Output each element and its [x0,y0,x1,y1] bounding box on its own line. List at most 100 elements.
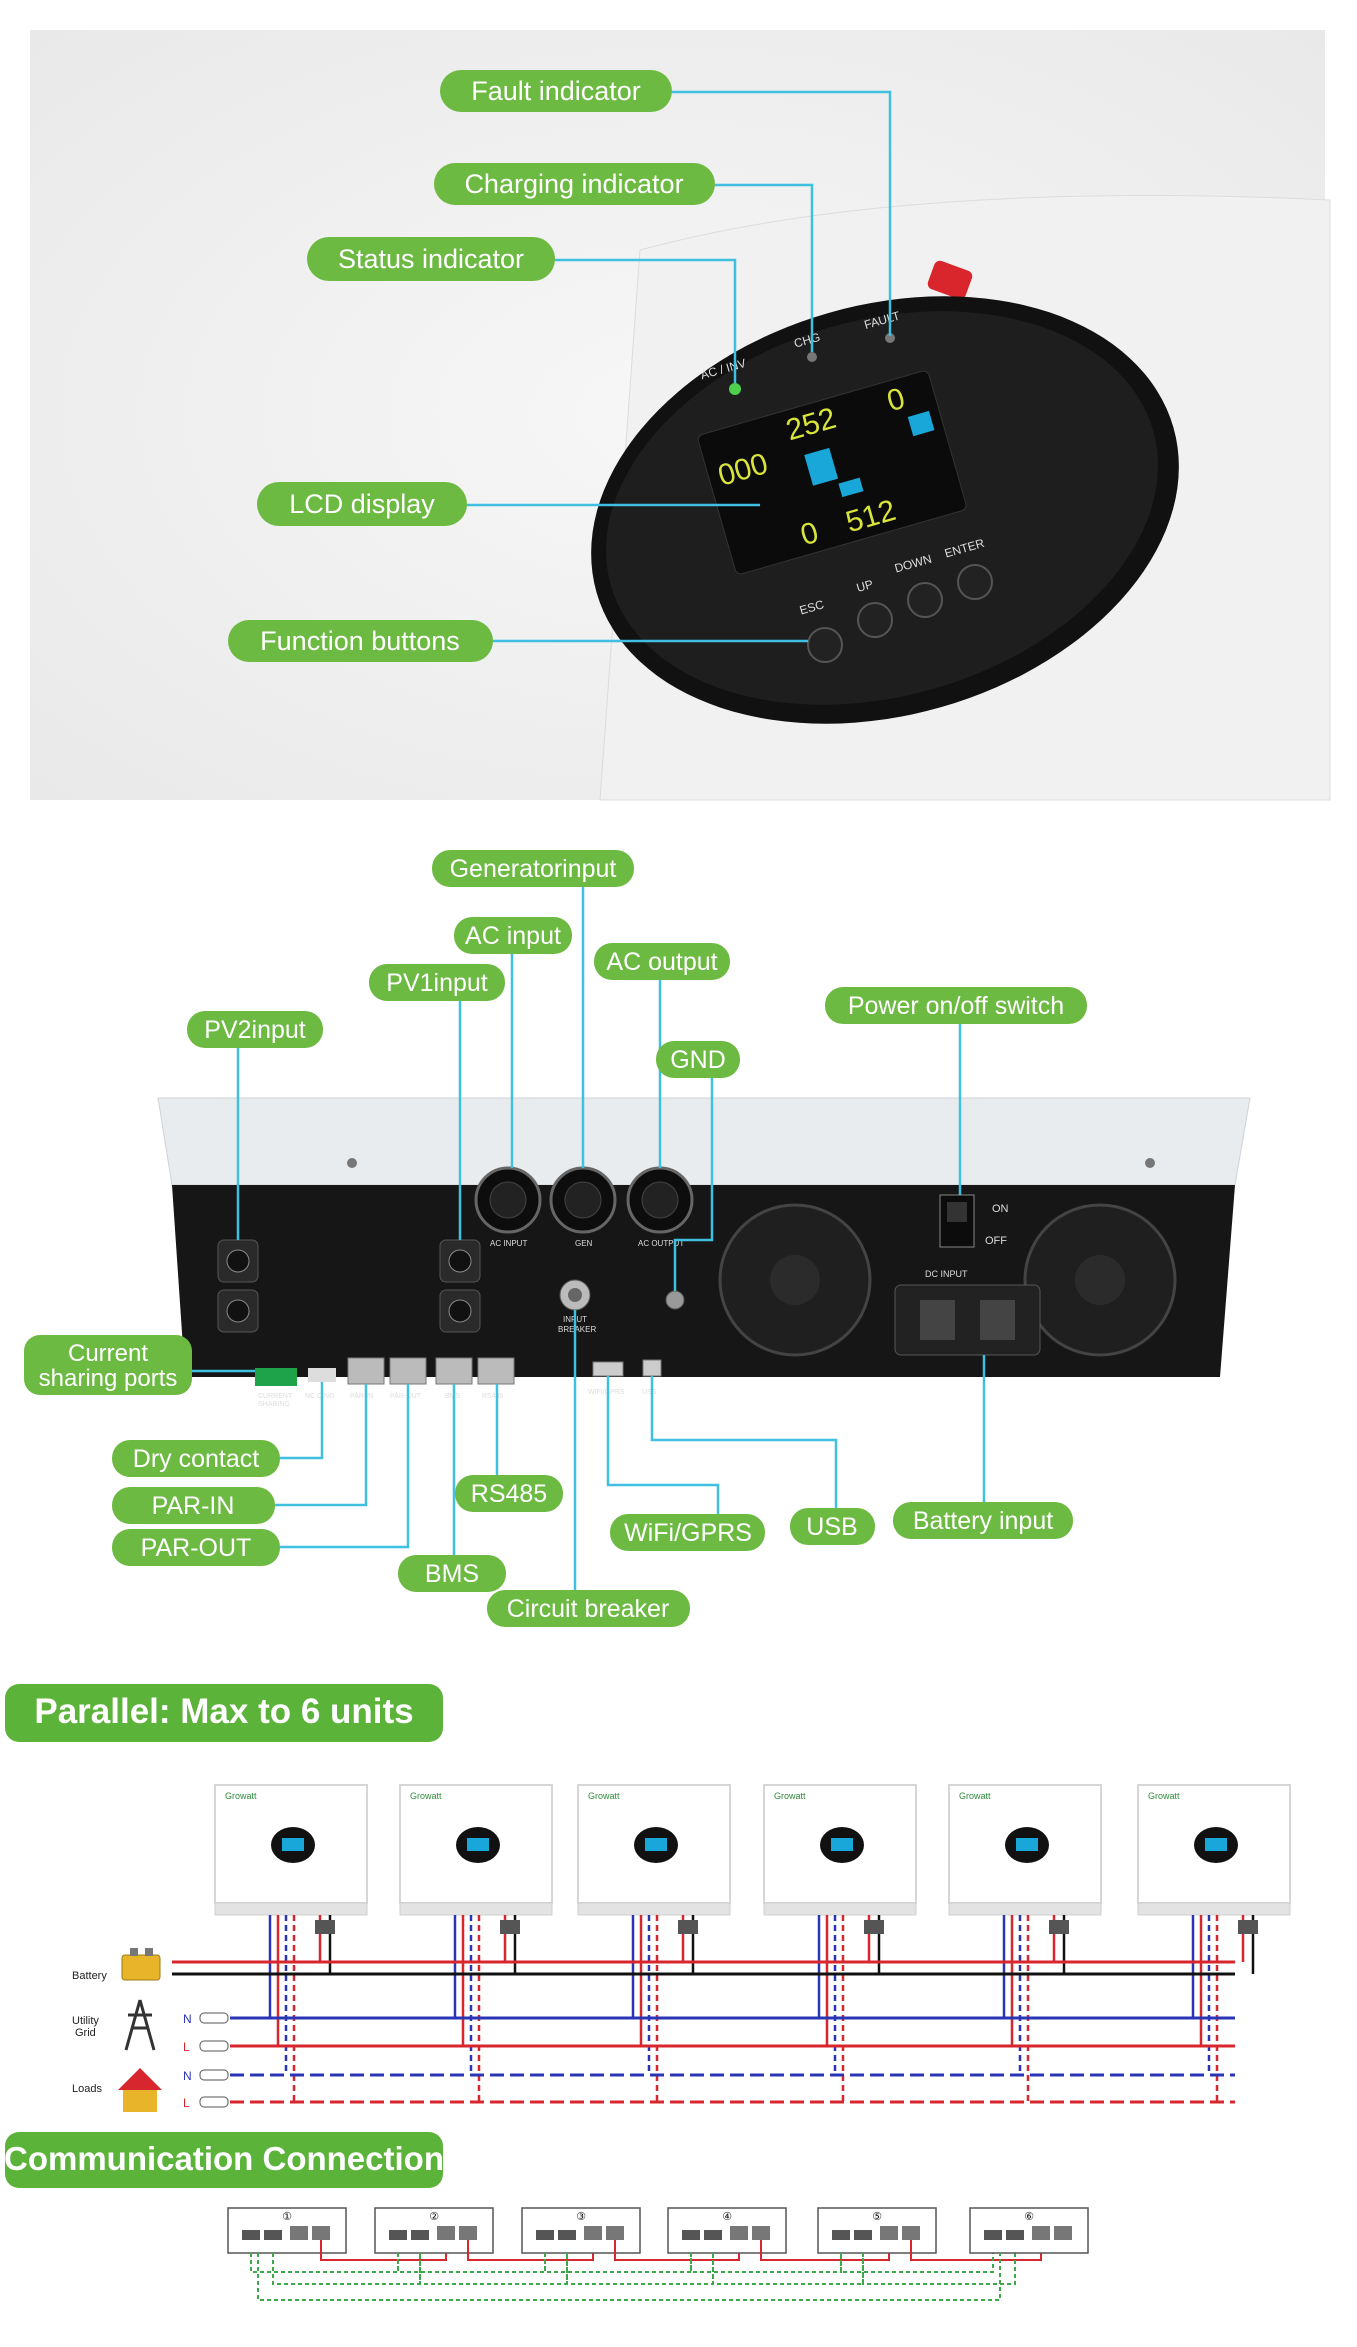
port-leader-lines [192,887,986,1590]
callout-wifi-text: WiFi/GPRS [624,1519,752,1547]
comm-port [459,2226,477,2240]
callout-breaker-text: Circuit breaker [507,1595,670,1623]
comm-port [411,2230,429,2240]
comm-unit: ⑤ [817,2207,1042,2285]
utility-row-label-2: Grid [75,2027,96,2039]
bus-wires [172,1960,1235,2104]
comm-green-link [419,2253,568,2285]
gnd-terminal [665,1290,685,1310]
callout-buttons [228,620,493,662]
callout-fault-text: Fault indicator [471,76,641,106]
comm-port [682,2230,700,2240]
inverter-unit-base [214,1902,368,1916]
comm-port [854,2230,872,2240]
wifi-port [592,1361,624,1377]
comm-port [558,2230,576,2240]
parallel-banner-text: Parallel: Max to 6 units [34,1692,413,1731]
dc-input-label: DC INPUT [925,1269,968,1279]
gen-port-label: GEN [575,1239,593,1248]
leader-par-in [275,1384,368,1507]
callout-gnd [656,1041,740,1078]
callout-dry-contact-text: Dry contact [133,1445,259,1473]
callout-wifi [610,1514,765,1551]
nc-c-no-label: NC C NO [305,1393,335,1400]
unit-battery-terminal [315,1920,335,1934]
power-switch: ON OFF [939,1194,1009,1248]
red-button [927,260,973,300]
current-sharing-label-1: CURRENT [258,1393,293,1400]
comm-unit-number: ③ [576,2210,586,2223]
wifi-port-label: WIFI/GPRS [588,1389,625,1396]
comm-port [389,2230,407,2240]
inverter-unit-base [948,1902,1102,1916]
down-button [907,582,943,618]
charging-led [807,352,817,362]
status-led [729,383,741,395]
comm-port [290,2226,308,2240]
cable-glands: AC INPUT GEN AC OUTPUT [474,1166,694,1248]
par-out-port-label: PAR-OUT [390,1393,422,1400]
leader-wifi [606,1376,720,1514]
comm-port [880,2226,898,2240]
comm-green-link [272,2253,421,2285]
callout-pv1 [369,964,505,1001]
comm-unit-number: ⑤ [872,2210,882,2223]
communication-banner-text: Communication Connection [4,2140,444,2177]
comm-port [1032,2226,1050,2240]
comm-port [752,2226,770,2240]
comm-unit: ⑥ [969,2207,1089,2254]
esc-label: ESC [798,597,826,617]
current-sharing-connector [255,1368,297,1386]
inverter-unit: Growatt [399,1784,553,2102]
communication-banner [5,2132,443,2188]
dry-contact-connector [308,1368,336,1382]
comm-port [606,2226,624,2240]
callout-par-in [112,1487,275,1524]
callout-usb-text: USB [806,1513,857,1541]
callout-ac-input [454,917,572,954]
load-n-label: N [183,2069,192,2083]
callout-current-sharing-text-1: Current [68,1340,148,1367]
inverter-unit: Growatt [1137,1784,1291,2102]
inverter-unit-base [399,1902,553,1916]
callout-charging [434,163,715,205]
callout-status [307,237,555,281]
callout-par-out [112,1529,280,1566]
inverter-screen [467,1838,489,1851]
callout-generator [432,850,634,887]
up-label: UP [855,577,875,595]
inverter-screen [1016,1838,1038,1851]
unit-battery-terminal [678,1920,698,1934]
ac-input-port-label: AC INPUT [490,1239,527,1248]
callout-battery [893,1502,1073,1539]
callout-charging-text: Charging indicator [464,169,683,199]
inverter-brand-label: Growatt [225,1791,257,1801]
on-label: ON [992,1203,1009,1215]
inverter-unit-base [1137,1902,1291,1916]
current-sharing-label-2: SHARING [258,1401,290,1408]
callout-ac-input-text: AC input [465,922,561,950]
inverter-screen [282,1838,304,1851]
inverter-unit: Growatt [763,1784,917,2102]
battery-icon [121,1954,161,1981]
leader-fault [672,90,892,336]
callout-fault [440,70,672,112]
port-callouts: Generatorinput AC input PV1input AC outp… [24,850,1087,1627]
callout-lcd [257,482,467,526]
comm-unit: ④ [667,2207,890,2285]
rs485-port [477,1357,515,1385]
comm-port [730,2226,748,2240]
comm-port [536,2230,554,2240]
callout-power-switch-text: Power on/off switch [848,992,1064,1020]
leader-gnd [673,1078,714,1291]
lcd-battery-icon [838,477,864,498]
inverter-unit: Growatt [214,1784,368,2102]
inverter-brand-label: Growatt [588,1791,620,1801]
inverter-brand-label: Growatt [410,1791,442,1801]
comm-unit: ③ [521,2207,740,2285]
